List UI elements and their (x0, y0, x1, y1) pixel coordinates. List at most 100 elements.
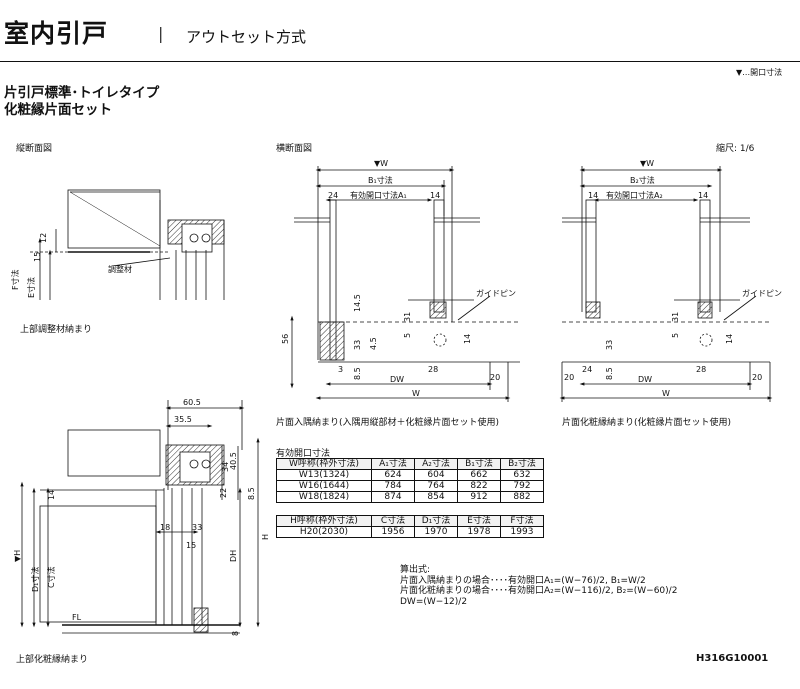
label-f-dim: F寸法 (10, 269, 20, 290)
label-h-open: ▼H (13, 550, 22, 562)
label-eff-a1: 有効開口寸法A₁ (350, 190, 407, 200)
title-separator: | (158, 24, 164, 43)
table-cell: 912 (457, 491, 501, 503)
label-8: 8 (231, 631, 240, 636)
table-cell: 784 (371, 480, 415, 492)
label-31-1: 31 (403, 312, 412, 322)
label-8-5: 8.5 (247, 487, 256, 500)
label-fl: FL (72, 613, 82, 622)
label-24-2: 24 (582, 365, 592, 374)
label-18: 18 (160, 523, 170, 532)
table-row: W18(1824) 874 854 912 882 (276, 491, 544, 503)
label-e-dim: E寸法 (26, 277, 36, 298)
label-14c-2: 14 (725, 334, 734, 344)
label-14-5-1: 14.5 (353, 294, 362, 312)
label-8-5b-1: 8.5 (353, 367, 362, 380)
table-cell: 1978 (457, 526, 501, 538)
label-w-open-1: ▼W (374, 159, 388, 168)
top-trim-detail (20, 400, 260, 634)
formula-line: 片面化粧納まりの場合････有効開口A₂=(W−116)/2, B₂=(W−60… (400, 586, 678, 596)
label-8-5b-2: 8.5 (605, 367, 614, 380)
table-header: A₁寸法 (371, 458, 415, 470)
label-12: 12 (39, 233, 48, 243)
type-title-line2: 化粧縁片面セット (4, 102, 112, 118)
label-5-1: 5 (403, 333, 412, 338)
label-b1-dim: B₁寸法 (368, 175, 393, 185)
document-number: H316G10001 (696, 653, 769, 664)
table-cell: 882 (500, 491, 544, 503)
upper-frame-opening (67, 189, 161, 249)
caption-top-adjust: 上部調整材納まり (20, 325, 93, 335)
label-adjuster: 調整材 (108, 264, 132, 274)
label-20-2a: 20 (564, 373, 574, 382)
label-31-2: 31 (671, 312, 680, 322)
table-cell: 854 (414, 491, 458, 503)
table-header: H呼称(枠外寸法) (276, 515, 372, 527)
legend-note: ▼…開口寸法 (736, 68, 783, 77)
door-leaf (39, 505, 157, 623)
corner-fit-plan (290, 166, 520, 402)
label-w-1: W (412, 389, 420, 398)
label-b2-dim: B₂寸法 (630, 175, 655, 185)
table-cell: 822 (457, 480, 501, 492)
label-dw-1: DW (390, 375, 404, 384)
caption-single-trim: 片面化粧縁納まり(化粧縁片面セット使用) (562, 418, 732, 428)
table-row: H20(2030) 1956 1970 1978 1993 (276, 526, 544, 538)
label-35-5: 35.5 (174, 415, 192, 424)
label-h: H (261, 534, 270, 540)
label-14: 14 (47, 490, 56, 500)
label-14b-2a: 14 (588, 191, 598, 200)
table-header: B₁寸法 (457, 458, 501, 470)
label-24-1: 24 (328, 191, 338, 200)
type-title-line1: 片引戸標準･トイレタイプ (4, 85, 160, 101)
label-33b-2: 33 (605, 340, 614, 350)
table-cell: 764 (414, 480, 458, 492)
label-w-2: W (662, 389, 670, 398)
label-guide-pin-2: ガイドピン (742, 288, 782, 298)
formula-title: 算出式: (400, 565, 431, 575)
table-header: D₁寸法 (414, 515, 458, 527)
table-cell: H20(2030) (276, 526, 372, 538)
upper-frame-opening-2 (67, 429, 161, 477)
top-adjust-detail (30, 189, 225, 300)
table-header-row: H呼称(枠外寸法) C寸法 D₁寸法 E寸法 F寸法 (276, 515, 544, 527)
label-33: 33 (192, 523, 202, 532)
table-cell: 874 (371, 491, 415, 503)
table-cell: 604 (414, 469, 458, 481)
label-14b-1: 14 (430, 191, 440, 200)
label-w-open-2: ▼W (640, 159, 654, 168)
label-28-1: 28 (428, 365, 438, 374)
label-33b-1: 33 (353, 340, 362, 350)
label-15b: 15 (186, 541, 196, 550)
caption-corner-fit: 片面入隅納まり(入隅用縦部材＋化粧縁片面セット使用) (276, 418, 500, 428)
label-c-dim: C寸法 (46, 566, 56, 588)
label-60-5: 60.5 (183, 398, 201, 407)
label-56: 56 (281, 334, 290, 344)
label-15: 15 (33, 252, 42, 262)
table-cell: 1956 (371, 526, 415, 538)
label-14b-2b: 14 (698, 191, 708, 200)
table-cell: W18(1824) (276, 491, 372, 503)
table-header: E寸法 (457, 515, 501, 527)
table-cell: 1993 (500, 526, 544, 538)
table-cell: 624 (371, 469, 415, 481)
caption-top-trim: 上部化粧縁納まり (16, 655, 89, 665)
table-cell: 632 (500, 469, 544, 481)
label-20-2b: 20 (752, 373, 762, 382)
label-dw-2: DW (638, 375, 652, 384)
table-header: F寸法 (500, 515, 544, 527)
label-20-1: 20 (490, 373, 500, 382)
label-4-5: 4.5 (369, 337, 378, 350)
formula-block: 算出式: 片面入隅納まりの場合････有効開口A₁=(W−76)/2, B₁=W… (400, 565, 677, 607)
label-28-2: 28 (696, 365, 706, 374)
label-5-2: 5 (671, 333, 680, 338)
single-trim-plan (559, 166, 773, 402)
label-guide-pin-1: ガイドピン (476, 288, 516, 298)
formula-line: 片面入隅納まりの場合････有効開口A₁=(W−76)/2, B₁=W/2 (400, 575, 646, 586)
table-cell: 662 (457, 469, 501, 481)
vertical-section-label: 縦断面図 (16, 144, 53, 154)
label-14c-1: 14 (463, 334, 472, 344)
effective-opening-table: W呼称(枠外寸法) A₁寸法 A₂寸法 B₁寸法 B₂寸法 W13(1324) … (276, 458, 544, 503)
table1-title: 有効開口寸法 (276, 449, 331, 459)
